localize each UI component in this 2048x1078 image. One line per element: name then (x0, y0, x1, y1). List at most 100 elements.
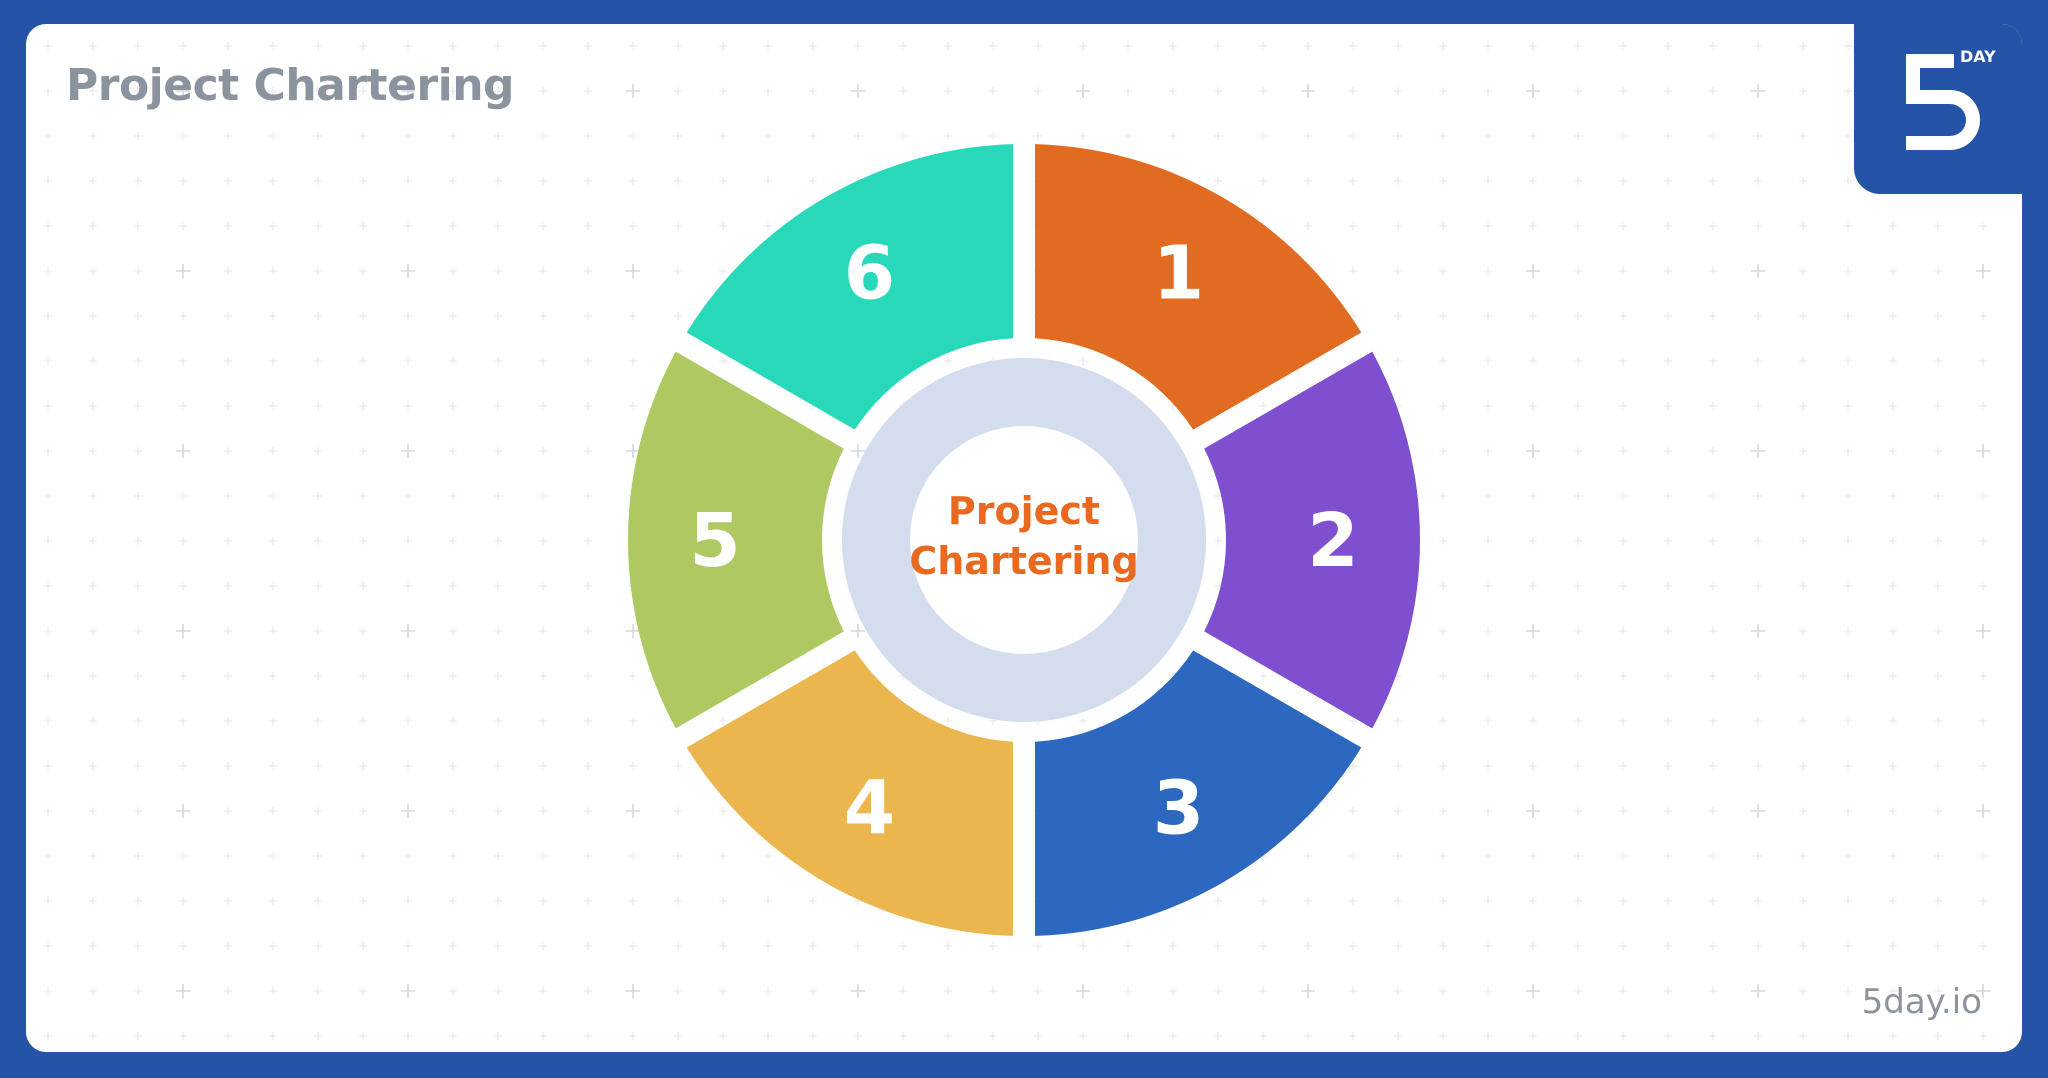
grid-plus-mark (44, 177, 52, 185)
grid-plus-mark (1619, 582, 1627, 590)
grid-plus-mark (449, 987, 457, 995)
grid-plus-mark (1709, 357, 1717, 365)
grid-plus-mark (134, 762, 142, 770)
grid-plus-mark (359, 357, 367, 365)
grid-plus-mark (269, 1032, 277, 1040)
grid-plus-mark (179, 672, 187, 680)
grid-plus-mark (314, 312, 322, 320)
grid-plus-mark (764, 132, 772, 140)
grid-plus-mark (494, 762, 502, 770)
grid-plus-mark (1754, 222, 1762, 230)
grid-plus-mark (1439, 1032, 1447, 1040)
grid-plus-mark (494, 852, 502, 860)
grid-plus-mark (176, 624, 190, 638)
grid-plus-mark (854, 942, 862, 950)
grid-plus-mark (1439, 222, 1447, 230)
grid-plus-mark (1889, 897, 1897, 905)
grid-plus-mark (314, 267, 322, 275)
grid-plus-mark (899, 87, 907, 95)
grid-plus-mark (1439, 447, 1447, 455)
grid-plus-mark (404, 762, 412, 770)
grid-plus-mark (809, 177, 817, 185)
grid-plus-mark (1844, 402, 1852, 410)
grid-plus-mark (1709, 222, 1717, 230)
grid-plus-mark (269, 42, 277, 50)
grid-plus-mark (314, 807, 322, 815)
grid-plus-mark (539, 987, 547, 995)
grid-plus-mark (719, 987, 727, 995)
grid-plus-mark (719, 267, 727, 275)
grid-plus-mark (89, 852, 97, 860)
grid-plus-mark (1979, 492, 1987, 500)
grid-plus-mark (1889, 267, 1897, 275)
grid-plus-mark (1664, 537, 1672, 545)
grid-plus-mark (626, 804, 640, 818)
grid-plus-mark (314, 942, 322, 950)
grid-plus-mark (1484, 492, 1492, 500)
grid-plus-mark (1439, 852, 1447, 860)
grid-plus-mark (989, 132, 997, 140)
grid-plus-mark (1844, 942, 1852, 950)
grid-plus-mark (1394, 942, 1402, 950)
grid-plus-mark (1664, 987, 1672, 995)
grid-plus-mark (1619, 897, 1627, 905)
grid-plus-mark (629, 852, 637, 860)
grid-plus-mark (224, 357, 232, 365)
grid-plus-mark (899, 132, 907, 140)
grid-plus-mark (449, 222, 457, 230)
grid-plus-mark (269, 132, 277, 140)
grid-plus-mark (359, 897, 367, 905)
grid-plus-mark (1484, 807, 1492, 815)
grid-plus-mark (1799, 447, 1807, 455)
grid-plus-mark (134, 132, 142, 140)
grid-plus-mark (134, 312, 142, 320)
grid-plus-mark (674, 312, 682, 320)
grid-plus-mark (224, 87, 232, 95)
grid-plus-mark (401, 804, 415, 818)
grid-plus-mark (629, 672, 637, 680)
grid-plus-mark (89, 627, 97, 635)
center-label-line1: Project (948, 489, 1100, 533)
grid-plus-mark (269, 492, 277, 500)
grid-plus-mark (1349, 987, 1357, 995)
grid-plus-mark (626, 444, 640, 458)
grid-plus-mark (89, 897, 97, 905)
grid-plus-mark (1934, 807, 1942, 815)
grid-plus-mark (1304, 852, 1312, 860)
grid-plus-mark (1934, 312, 1942, 320)
grid-plus-mark (629, 42, 637, 50)
grid-plus-mark (1484, 87, 1492, 95)
site-watermark: 5day.io (1861, 982, 1982, 1022)
grid-plus-mark (674, 1032, 682, 1040)
grid-plus-mark (404, 672, 412, 680)
grid-plus-mark (1934, 357, 1942, 365)
grid-plus-mark (359, 987, 367, 995)
grid-plus-mark (584, 582, 592, 590)
grid-plus-mark (539, 1032, 547, 1040)
grid-plus-mark (539, 897, 547, 905)
grid-plus-mark (1526, 264, 1540, 278)
grid-plus-mark (1709, 762, 1717, 770)
grid-plus-mark (1754, 357, 1762, 365)
grid-plus-mark (1574, 177, 1582, 185)
grid-plus-mark (1709, 132, 1717, 140)
grid-plus-mark (989, 987, 997, 995)
grid-plus-mark (1259, 132, 1267, 140)
grid-plus-mark (314, 987, 322, 995)
grid-plus-mark (1844, 627, 1852, 635)
grid-plus-mark (1976, 264, 1990, 278)
grid-plus-mark (224, 762, 232, 770)
grid-plus-mark (404, 132, 412, 140)
segment-5-label: 5 (689, 498, 741, 584)
grid-plus-mark (719, 222, 727, 230)
grid-plus-mark (134, 222, 142, 230)
grid-plus-mark (1664, 1032, 1672, 1040)
grid-plus-mark (1259, 672, 1267, 680)
grid-plus-mark (1394, 357, 1402, 365)
grid-plus-mark (1664, 312, 1672, 320)
grid-plus-mark (1574, 897, 1582, 905)
grid-plus-mark (269, 312, 277, 320)
grid-plus-mark (269, 762, 277, 770)
grid-plus-mark (1754, 42, 1762, 50)
grid-plus-mark (1394, 87, 1402, 95)
